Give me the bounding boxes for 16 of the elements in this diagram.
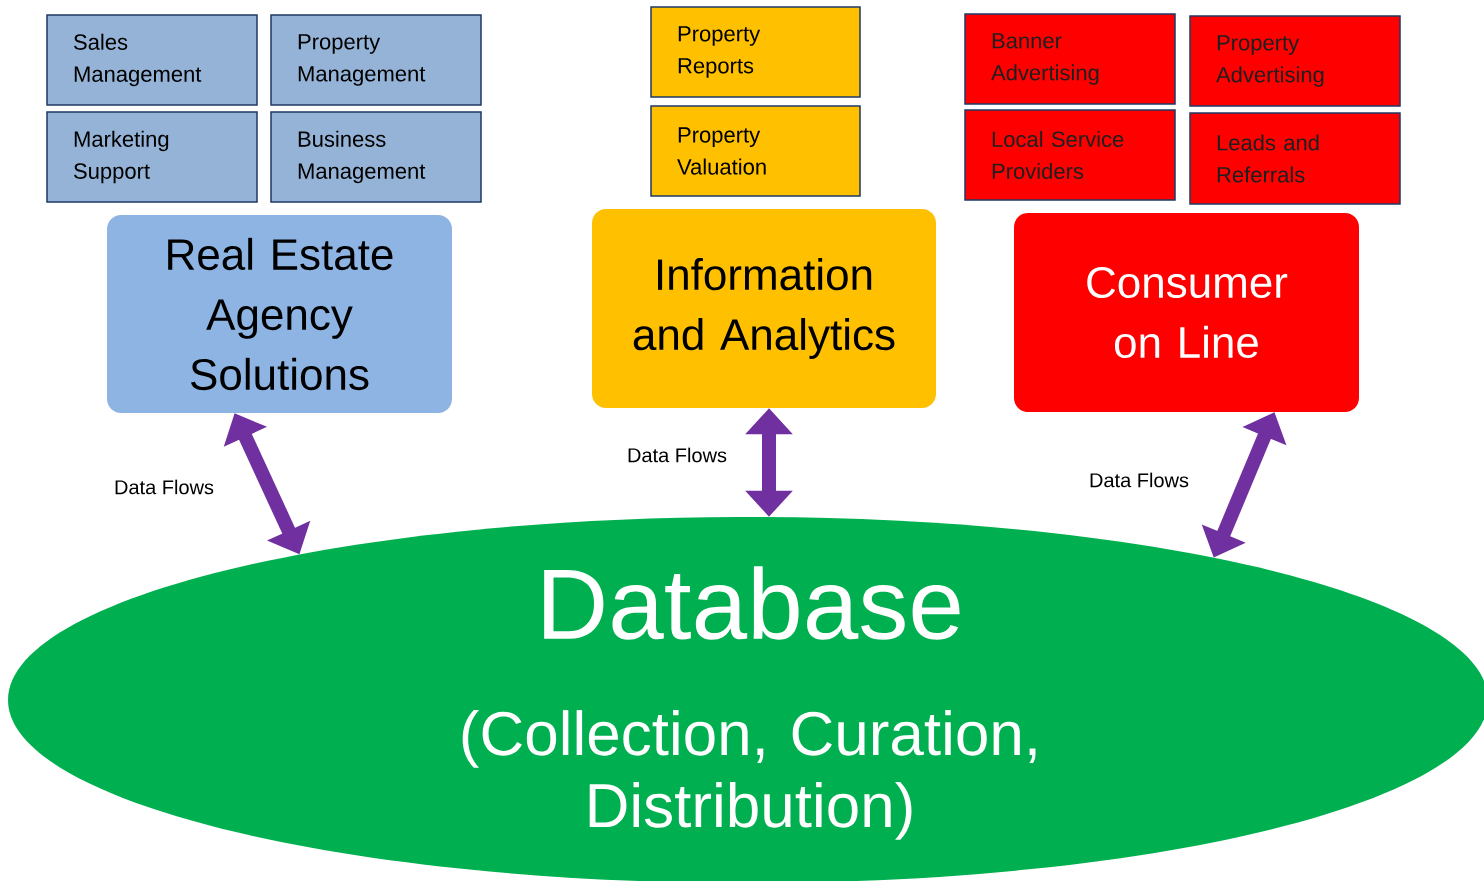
edge-label: Data Flows — [628, 447, 727, 463]
category-box: Leads and Referrals — [1189, 112, 1401, 205]
category-box: Property Management — [270, 14, 482, 106]
division-box: Information and Analytics — [592, 209, 936, 408]
category-box: Banner Advertising — [964, 13, 1176, 105]
category-box: Property Valuation — [650, 105, 861, 197]
category-box: Property Reports — [650, 6, 861, 98]
category-box: Property Advertising — [1189, 15, 1401, 107]
division-box: Real Estate Agency Solutions — [107, 215, 452, 413]
edge-label: Data Flows — [1090, 472, 1189, 488]
category-box: Marketing Support — [46, 111, 258, 203]
category-box: Sales Management — [46, 14, 258, 106]
category-box: Business Management — [270, 111, 482, 203]
division-box: Consumer on Line — [1014, 213, 1359, 412]
category-box: Local Service Providers — [964, 109, 1176, 201]
edge-label: Data Flows — [115, 479, 214, 495]
